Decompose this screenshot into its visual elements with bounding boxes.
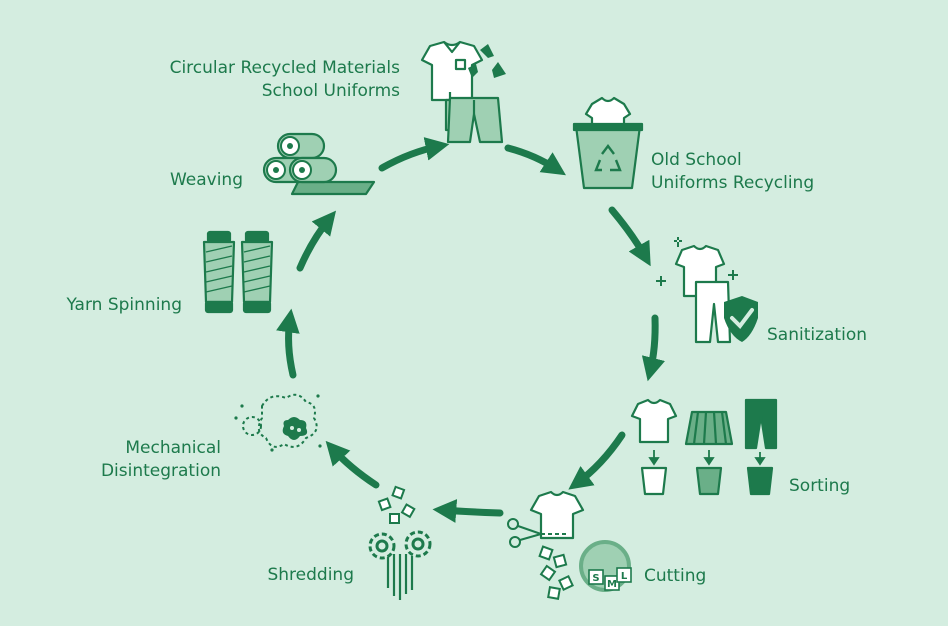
arrow-weaving-to-uniforms <box>378 137 450 172</box>
size-tag-s: S <box>592 573 599 584</box>
fiber-cloud-icon <box>234 393 322 452</box>
arrow-recycling-to-sanitization <box>608 206 651 267</box>
sorting-bins-icon <box>630 398 778 496</box>
label-disintegration: Mechanical Disintegration <box>100 438 221 481</box>
size-tag-l: L <box>621 571 628 582</box>
scissors-cutting-icon: S M L <box>507 490 632 600</box>
arrow-cutting-to-shredding <box>432 499 504 523</box>
yarn-spools-icon <box>202 230 274 314</box>
sanitized-uniform-shield-icon <box>656 237 758 344</box>
recycling-bin-icon <box>572 96 644 190</box>
label-cutting: Cutting <box>644 566 707 586</box>
fabric-rolls-icon <box>262 132 376 196</box>
label-sanitization: Sanitization <box>767 325 867 345</box>
arrow-sanitization-to-sorting <box>641 314 666 382</box>
arrow-shredding-to-disintegration <box>325 440 380 489</box>
shirt-shorts-recycle-icon <box>420 40 506 144</box>
label-shredding: Shredding <box>267 565 354 585</box>
label-uniforms: Circular Recycled Materials School Unifo… <box>169 58 400 101</box>
label-weaving: Weaving <box>169 170 243 190</box>
label-spinning: Yarn Spinning <box>66 295 182 315</box>
arrow-disintegration-to-spinning <box>276 308 300 379</box>
arrow-uniforms-to-recycling <box>504 144 566 176</box>
arrow-sorting-to-cutting <box>568 431 626 490</box>
shredder-gears-icon <box>368 485 432 600</box>
size-tag-m: M <box>607 579 617 590</box>
label-sorting: Sorting <box>789 476 851 496</box>
label-recycling: Old School Uniforms Recycling <box>651 150 815 193</box>
arrow-spinning-to-weaving <box>296 210 337 272</box>
